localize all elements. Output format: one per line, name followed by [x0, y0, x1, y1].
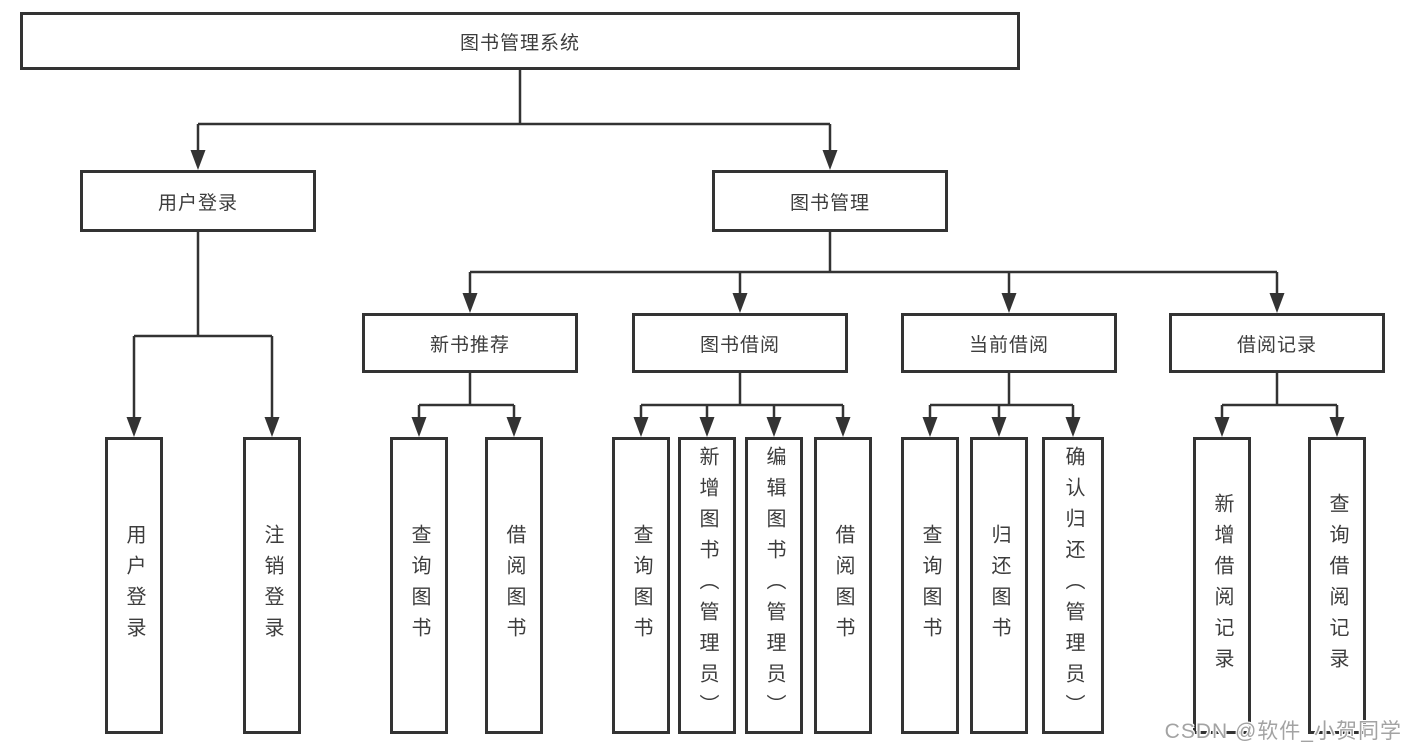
leaf-user-login: 用户登录 — [105, 437, 163, 734]
arrow-down-icon — [922, 417, 938, 437]
leaf-query-borrow-record: 查询借阅记录 — [1308, 437, 1366, 734]
node-book-borrowing: 图书借阅 — [632, 313, 848, 373]
leaf-label: 查询图书 — [630, 523, 652, 648]
connector-line — [196, 70, 832, 152]
node-root-system: 图书管理系统 — [20, 12, 1020, 70]
connector-current-borrowing-to-leaves — [922, 373, 1081, 437]
connector-line — [928, 373, 1075, 419]
leaf-query-books-3: 查询图书 — [901, 437, 959, 734]
leaf-label: 借阅图书 — [832, 523, 854, 648]
leaf-label: 归还图书 — [988, 523, 1010, 648]
node-user-login: 用户登录 — [80, 170, 316, 232]
connector-line — [468, 232, 1279, 295]
csdn-watermark: CSDN @软件_小贺同学 — [1164, 720, 1402, 743]
arrow-down-icon — [190, 150, 206, 170]
arrow-down-icon — [411, 417, 427, 437]
connector-line — [639, 373, 845, 419]
arrow-down-icon — [822, 150, 838, 170]
leaf-edit-books-admin: 编辑图书（管理员） — [745, 437, 803, 734]
arrow-down-icon — [1001, 293, 1017, 313]
leaf-label: 借阅图书 — [503, 523, 525, 648]
arrow-down-icon — [835, 417, 851, 437]
node-new-book-recommend: 新书推荐 — [362, 313, 578, 373]
leaf-add-borrow-record: 新增借阅记录 — [1193, 437, 1251, 734]
leaf-label: 查询图书 — [408, 523, 430, 648]
leaf-query-books-2: 查询图书 — [612, 437, 670, 734]
connector-line — [417, 373, 516, 419]
connector-user-login-to-leaves — [126, 232, 280, 437]
leaf-borrow-books-2: 借阅图书 — [814, 437, 872, 734]
arrow-down-icon — [633, 417, 649, 437]
arrow-down-icon — [462, 293, 478, 313]
leaf-label: 注销登录 — [261, 523, 283, 648]
leaf-label: 查询图书 — [919, 523, 941, 648]
leaf-logout: 注销登录 — [243, 437, 301, 734]
connector-borrowing-records-to-leaves — [1214, 373, 1345, 437]
connector-new-book-recommend-to-leaves — [411, 373, 522, 437]
arrow-down-icon — [766, 417, 782, 437]
arrow-down-icon — [264, 417, 280, 437]
arrow-down-icon — [1214, 417, 1230, 437]
arrow-down-icon — [1269, 293, 1285, 313]
leaf-return-books: 归还图书 — [970, 437, 1028, 734]
node-borrowing-records: 借阅记录 — [1169, 313, 1385, 373]
node-book-management: 图书管理 — [712, 170, 948, 232]
leaf-label: 编辑图书（管理员） — [763, 446, 785, 725]
leaf-confirm-return-admin: 确认归还（管理员） — [1042, 437, 1104, 734]
leaf-label: 新增借阅记录 — [1211, 492, 1233, 679]
connector-line — [1220, 373, 1339, 419]
leaf-label: 查询借阅记录 — [1326, 492, 1348, 679]
leaf-label: 用户登录 — [123, 523, 145, 648]
leaf-label: 确认归还（管理员） — [1062, 446, 1084, 725]
connector-line — [132, 232, 274, 419]
node-current-borrowing: 当前借阅 — [901, 313, 1117, 373]
arrow-down-icon — [1329, 417, 1345, 437]
leaf-query-books-1: 查询图书 — [390, 437, 448, 734]
arrow-down-icon — [506, 417, 522, 437]
arrow-down-icon — [699, 417, 715, 437]
arrow-down-icon — [991, 417, 1007, 437]
connector-root-to-level2 — [190, 70, 838, 170]
connector-book-management-to-level3 — [462, 232, 1285, 313]
leaf-add-books-admin: 新增图书（管理员） — [678, 437, 736, 734]
leaf-label: 新增图书（管理员） — [696, 446, 718, 725]
connector-book-borrowing-to-leaves — [633, 373, 851, 437]
leaf-borrow-books-1: 借阅图书 — [485, 437, 543, 734]
arrow-down-icon — [126, 417, 142, 437]
arrow-down-icon — [732, 293, 748, 313]
arrow-down-icon — [1065, 417, 1081, 437]
